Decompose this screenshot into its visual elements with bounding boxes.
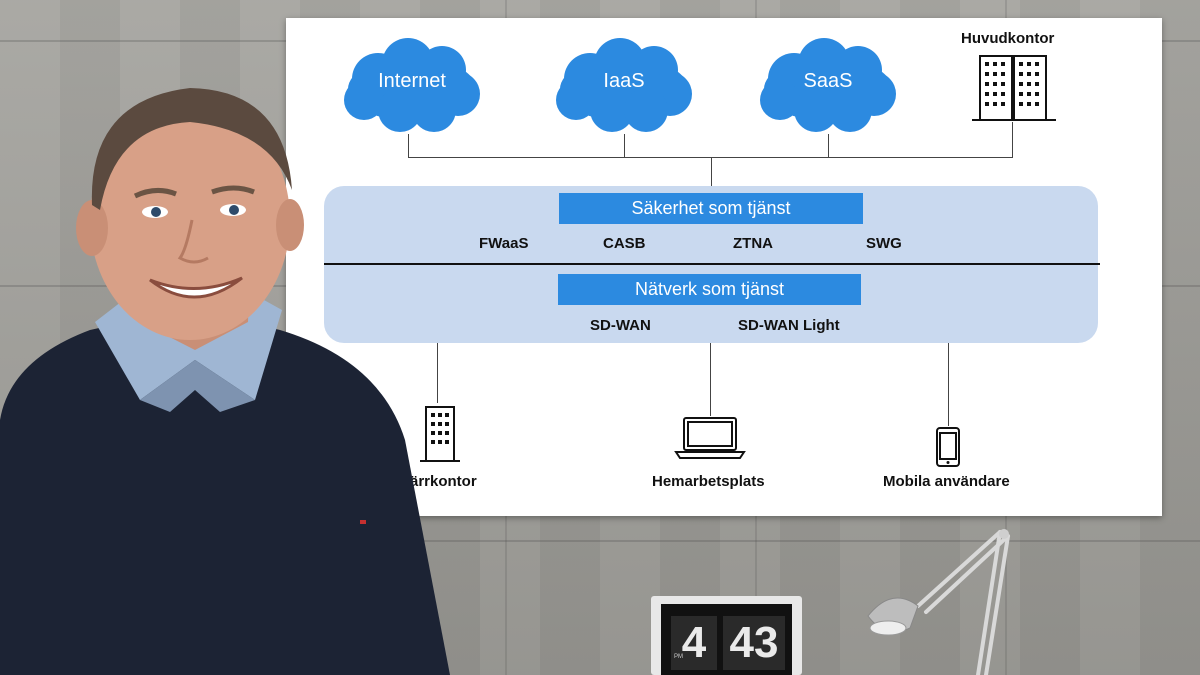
connector-line [948, 343, 949, 426]
security-item: FWaaS [479, 235, 529, 252]
wall-joint [0, 540, 1200, 542]
hq-label: Huvudkontor [961, 30, 1055, 47]
cloud-icon [556, 38, 692, 132]
cloud-iaas: IaaS [550, 34, 698, 134]
clock-hour: 4 [671, 616, 717, 670]
branch-office-icon [420, 406, 460, 462]
cloud-label: IaaS [603, 70, 645, 92]
flip-clock: 4 43 PM [651, 596, 802, 675]
cloud-label: Internet [378, 70, 446, 92]
clock-face: 4 43 PM [661, 604, 792, 675]
cloud-internet: Internet [338, 34, 486, 134]
band-divider [324, 263, 1100, 265]
presenter-person [0, 88, 450, 675]
connector-line [710, 343, 711, 416]
network-title: Nätverk som tjänst [558, 274, 861, 305]
connector-line [437, 343, 438, 403]
mobile-phone-icon [936, 427, 960, 467]
endpoint-label: Hemarbetsplats [652, 473, 765, 490]
office-building-icon [972, 55, 1056, 121]
connector-line [828, 134, 829, 158]
network-item: SD-WAN [590, 317, 651, 334]
clock-pm: PM [674, 654, 683, 660]
security-item: ZTNA [733, 235, 773, 252]
connector-line [1012, 122, 1013, 158]
network-item: SD-WAN Light [738, 317, 840, 334]
connector-line [711, 157, 712, 186]
connector-line [624, 134, 625, 158]
connector-line [408, 134, 409, 158]
sweater-logo [360, 520, 366, 524]
security-item: CASB [603, 235, 646, 252]
cloud-icon [344, 38, 480, 132]
diagram-board: Internet IaaS SaaS Huvudkontor [286, 18, 1162, 516]
connector-line [408, 157, 1013, 158]
endpoint-label: Mobila användare [883, 473, 1010, 490]
clock-minutes: 43 [723, 616, 785, 670]
security-item: SWG [866, 235, 902, 252]
desk-lamp [867, 529, 1010, 675]
security-title: Säkerhet som tjänst [559, 193, 863, 224]
cloud-saas: SaaS [754, 34, 902, 134]
cloud-icon [760, 38, 896, 132]
endpoint-label: ärrkontor [410, 473, 477, 490]
cloud-label: SaaS [803, 70, 853, 92]
laptop-icon [674, 417, 746, 459]
